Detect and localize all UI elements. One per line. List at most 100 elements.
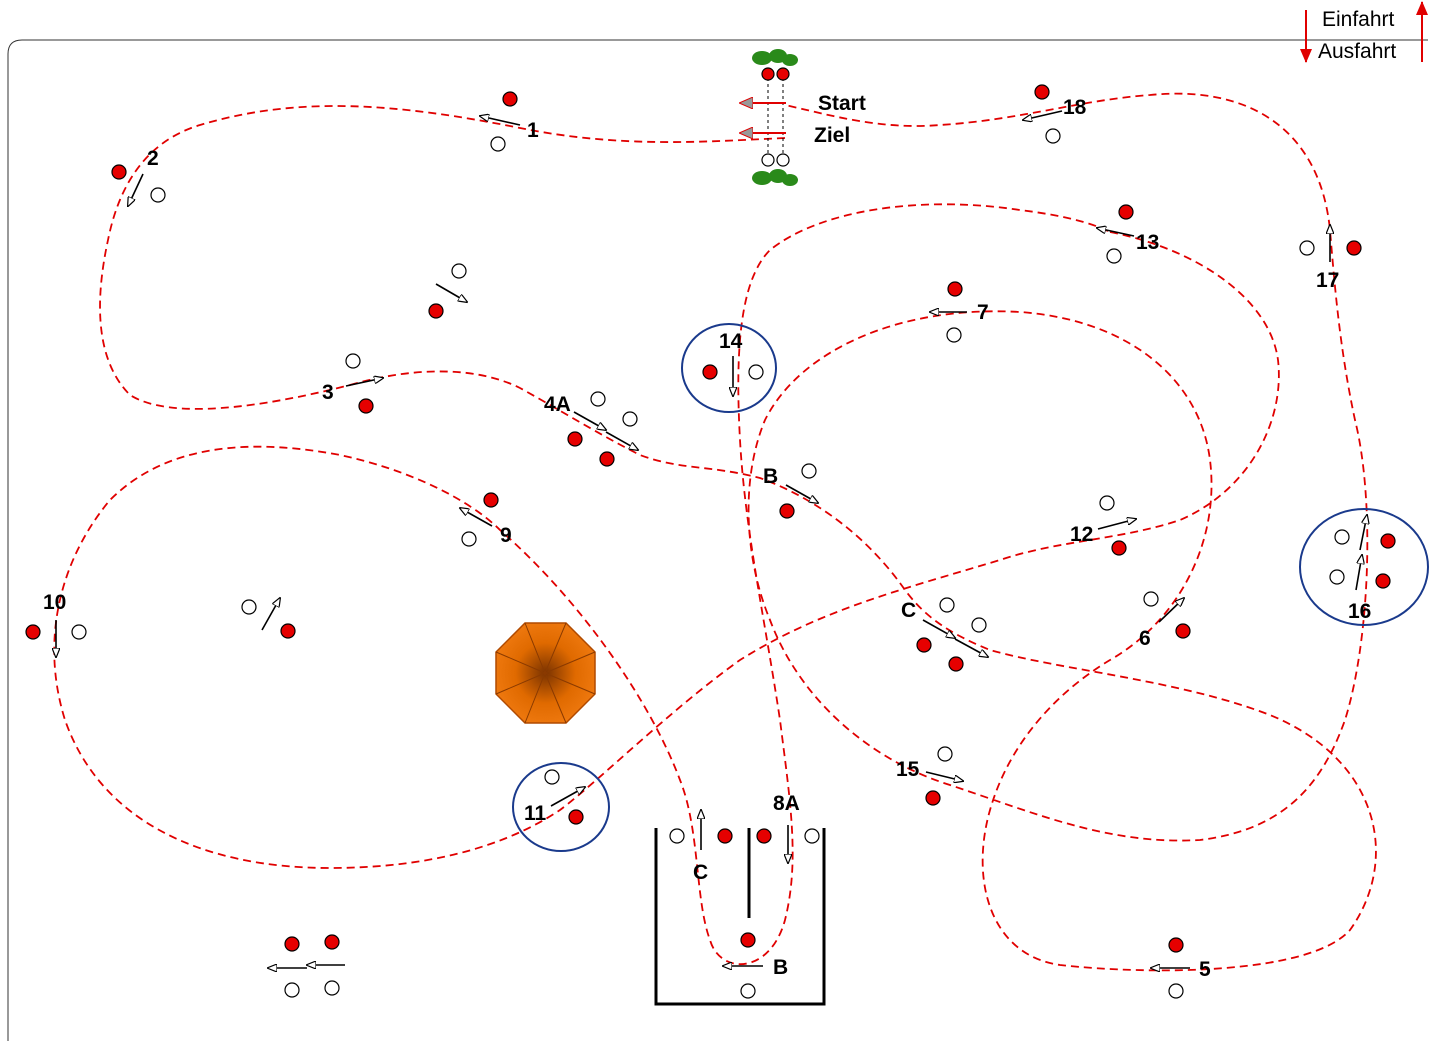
gate-label-3: 3 <box>322 381 334 404</box>
gate-label-b-mid: B <box>763 465 778 488</box>
gate-label-4a: 4A <box>544 393 571 416</box>
gate-label-1: 1 <box>527 119 539 142</box>
garage-box <box>654 828 826 1006</box>
ring-16 <box>1299 508 1429 626</box>
pylon-red <box>599 451 615 467</box>
gate-label-10: 10 <box>43 591 66 614</box>
gate-label-9: 9 <box>500 524 512 547</box>
gate-label-7: 7 <box>977 301 989 324</box>
legend: Einfahrt Ausfahrt <box>1300 1 1428 63</box>
pylon-white <box>1099 495 1115 511</box>
route-13-to-14 <box>53 203 1280 965</box>
pylon-white <box>241 599 257 615</box>
pylon-white <box>461 531 477 547</box>
gate-label-6: 6 <box>1139 627 1151 650</box>
tree-icon <box>752 49 798 66</box>
pylon-white <box>1168 983 1184 999</box>
gate-label-5: 5 <box>1199 958 1211 981</box>
pylon-white <box>776 153 790 167</box>
pylon-white <box>740 983 756 999</box>
pylon-red <box>756 828 772 844</box>
pylon-red <box>948 656 964 672</box>
direction-arrows <box>56 110 1367 968</box>
pylon-white <box>761 153 775 167</box>
pylon-red <box>358 398 374 414</box>
pylon-white <box>345 353 361 369</box>
pylon-red <box>717 828 733 844</box>
direction-arrow-icon <box>1097 519 1136 530</box>
legend-exit-label: Ausfahrt <box>1318 40 1396 63</box>
gate-labels: 1 2 18 13 17 7 3 14 4A B 9 12 16 10 C 6 … <box>43 96 1371 981</box>
finish-label: Ziel <box>814 124 850 147</box>
pylon-red <box>761 67 775 81</box>
pylon-red <box>740 932 756 948</box>
pylon-white <box>1106 248 1122 264</box>
pylon-red <box>568 809 584 825</box>
pylon-red <box>111 164 127 180</box>
pylon-red <box>1346 240 1362 256</box>
direction-arrow-icon <box>1023 110 1063 120</box>
pylon-red <box>1034 84 1050 100</box>
pylon-red <box>947 281 963 297</box>
pylon-red <box>502 91 518 107</box>
pylon-white <box>71 624 87 640</box>
pylon-white <box>946 327 962 343</box>
pylon-red <box>483 492 499 508</box>
pylon-white <box>1299 240 1315 256</box>
pylon-red <box>1380 533 1396 549</box>
tree-icon <box>752 169 798 186</box>
gate-label-8a: 8A <box>773 792 800 815</box>
pylon-red <box>925 790 941 806</box>
route-start-to-2 <box>99 105 786 410</box>
gate-label-c-box: C <box>693 861 708 884</box>
pylon-white <box>1045 128 1061 144</box>
gate-label-18: 18 <box>1063 96 1087 119</box>
pylon-white <box>284 982 300 998</box>
pylon-red <box>1175 623 1191 639</box>
gate-label-13: 13 <box>1136 231 1159 254</box>
pylon-red <box>779 503 795 519</box>
pylon-white <box>1334 529 1350 545</box>
course-border <box>7 39 1428 1041</box>
pylon-white <box>801 463 817 479</box>
direction-arrow-icon <box>1359 515 1367 551</box>
gate-label-15: 15 <box>896 758 920 781</box>
pylon-white <box>1329 569 1345 585</box>
pylon-white <box>1143 591 1159 607</box>
pylon-white <box>937 746 953 762</box>
pylon-white <box>622 411 638 427</box>
direction-arrow-icon <box>954 638 988 657</box>
pylon-white <box>971 617 987 633</box>
octagon-obstacle-icon <box>495 622 596 724</box>
route-3-to-12 <box>349 92 1377 972</box>
direction-arrow-icon <box>605 431 638 450</box>
pylon-red <box>324 934 340 950</box>
pylon-red <box>280 623 296 639</box>
direction-arrow-icon <box>435 283 467 302</box>
pylon-white <box>150 187 166 203</box>
start-gate: Start Ziel <box>740 49 866 186</box>
gate-label-2: 2 <box>147 147 159 170</box>
direction-arrow-icon <box>1158 598 1184 623</box>
gate-label-c-mid: C <box>901 599 916 622</box>
direction-arrow-icon <box>128 173 144 206</box>
direction-arrow-icon <box>460 508 493 527</box>
direction-arrow-icon <box>1355 555 1362 591</box>
pylon-red <box>1168 937 1184 953</box>
ring-11 <box>512 762 610 852</box>
direction-arrow-icon <box>480 116 521 126</box>
route <box>53 92 1377 972</box>
pylon-red <box>1375 573 1391 589</box>
gate-label-12: 12 <box>1070 523 1093 546</box>
direction-arrow-icon <box>922 619 955 638</box>
pylon-red <box>428 303 444 319</box>
pylon-white <box>669 828 685 844</box>
pylon-red <box>1111 540 1127 556</box>
pylon-white <box>324 980 340 996</box>
pylon-white <box>939 597 955 613</box>
pylon-red <box>567 431 583 447</box>
gate-label-11: 11 <box>524 802 547 825</box>
direction-arrow-icon <box>573 411 606 430</box>
pylon-white <box>451 263 467 279</box>
gate-label-b-box: B <box>773 956 788 979</box>
